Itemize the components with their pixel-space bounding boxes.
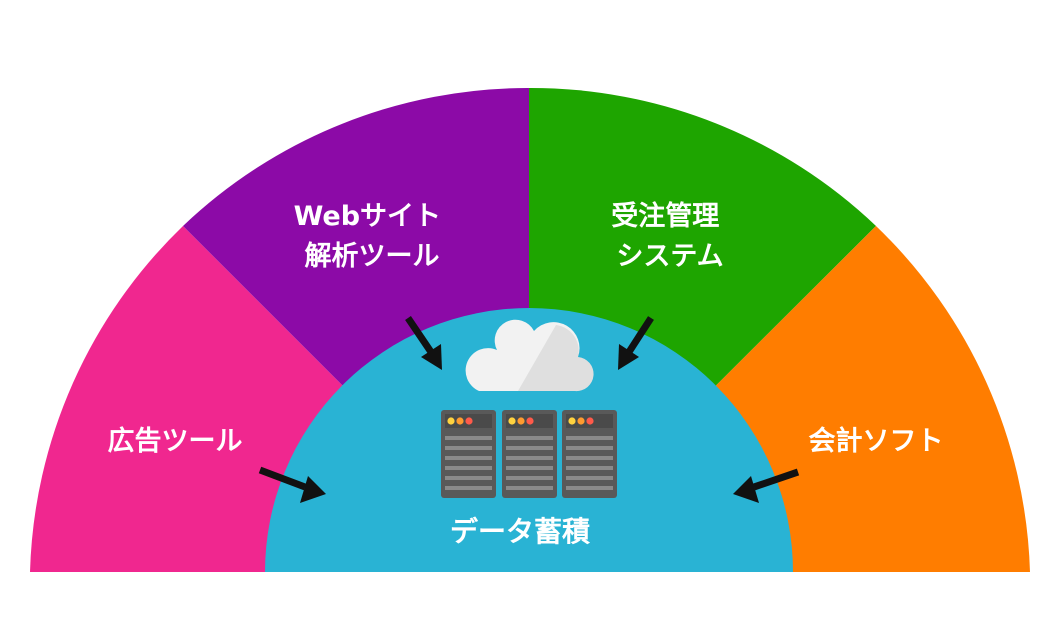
server-icon <box>562 410 617 498</box>
arrow-from-web-analytics <box>405 316 442 370</box>
server-stack <box>441 410 617 498</box>
label-order-management: 受注管理 システム <box>611 200 728 272</box>
label-accounting: 会計ソフト <box>809 425 944 457</box>
arrow-from-order-management <box>618 316 654 370</box>
arrow-from-ads <box>258 466 326 503</box>
label-web-analytics: Webサイト 解析ツール <box>294 201 451 272</box>
server-icon <box>502 410 557 498</box>
label-ads: 広告ツール <box>108 425 243 457</box>
arrow-from-accounting <box>733 468 800 503</box>
label-data-storage: データ蓄積 <box>450 515 590 548</box>
cloud-icon <box>465 319 594 392</box>
server-icon <box>441 410 496 498</box>
